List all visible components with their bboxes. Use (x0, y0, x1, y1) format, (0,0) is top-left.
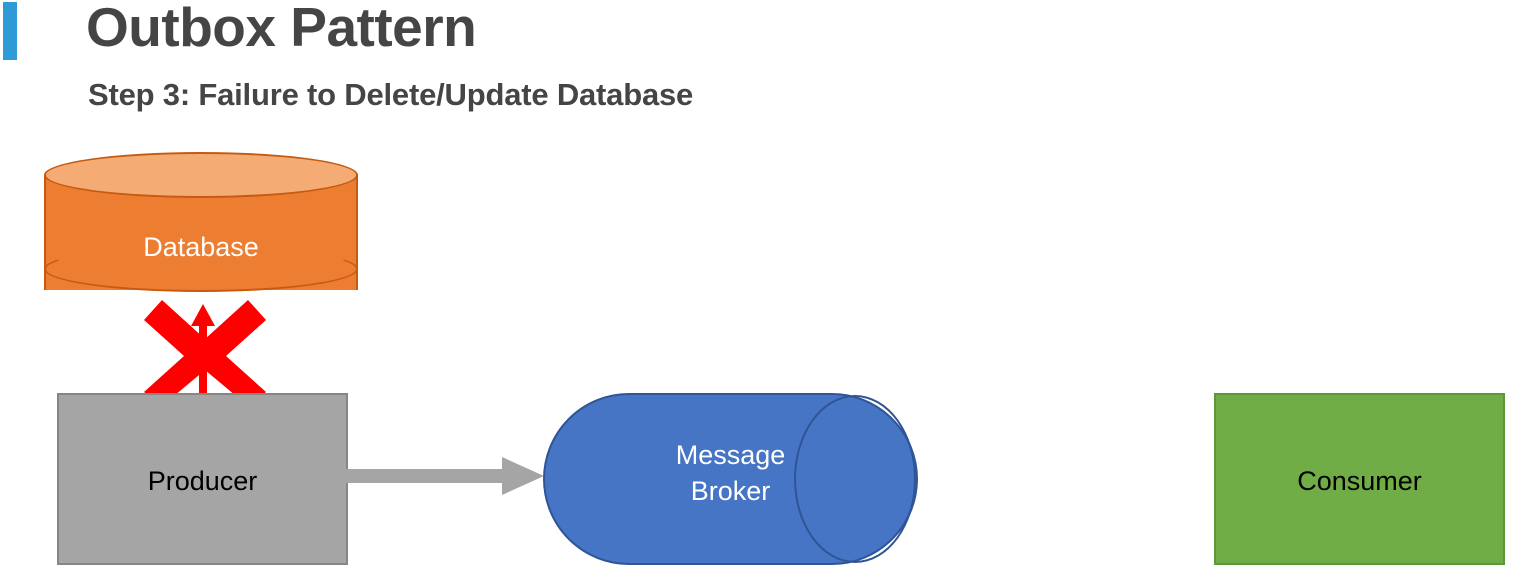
x-cross-icon (144, 300, 266, 406)
node-consumer[interactable]: Consumer (1214, 393, 1505, 565)
page-subtitle: Step 3: Failure to Delete/Update Databas… (88, 77, 694, 112)
node-consumer-label: Consumer (1297, 466, 1422, 496)
node-message-broker[interactable]: Message Broker (543, 393, 918, 565)
page-title: Outbox Pattern (86, 0, 477, 58)
accent-bar (3, 2, 17, 60)
broker-cylinder-cap (794, 395, 916, 563)
node-database[interactable]: Database (44, 152, 358, 312)
database-cylinder-top (44, 152, 358, 198)
database-cylinder-bottom (44, 246, 358, 292)
node-producer[interactable]: Producer (57, 393, 348, 565)
edge-producer-to-broker-arrow (344, 457, 544, 495)
node-producer-label: Producer (147, 466, 258, 496)
slide-header: Outbox Pattern Step 3: Failure to Delete… (0, 0, 1536, 130)
